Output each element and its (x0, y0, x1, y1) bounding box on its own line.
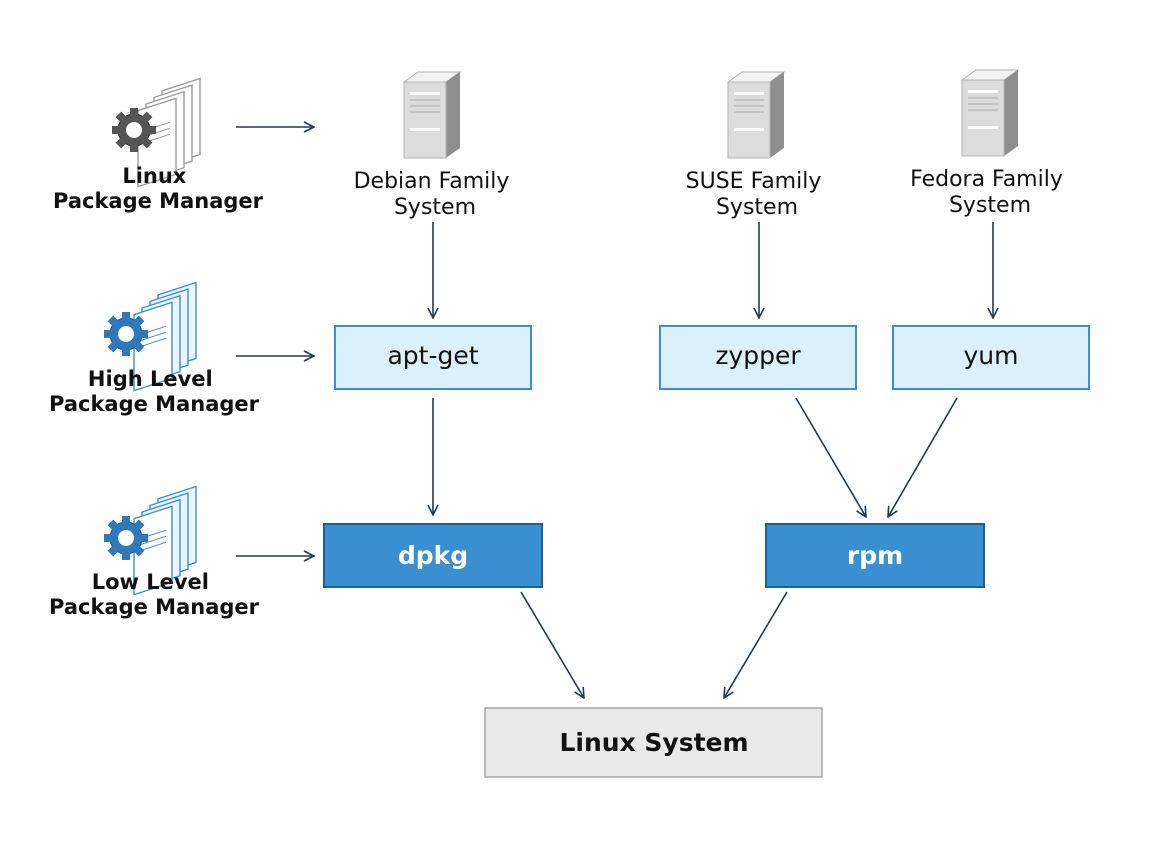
arrow-rpm-to-linux-system (724, 591, 788, 698)
fedora-family-label-line-1: Fedora Family (910, 167, 1063, 192)
debian-family-label: Debian Family System (354, 169, 517, 220)
fedora-server-icon (961, 69, 1019, 157)
arrow-zypper-to-rpm (795, 397, 866, 517)
arrow-dpkg-to-linux-system (520, 591, 584, 698)
high-level-pm-label-line-2: Package Manager (49, 392, 260, 416)
zypper-box (659, 325, 857, 390)
debian-family-label-line-1: Debian Family (354, 169, 510, 194)
debian-server-icon (403, 71, 461, 159)
dpkg-box (323, 523, 543, 588)
dpkg-label: dpkg (398, 541, 468, 570)
linux-pm-label-line-1: Linux (122, 164, 186, 188)
apt-get-box (334, 325, 532, 390)
high-level-pm-label: High Level Package Manager (49, 367, 260, 416)
arrow-yum-to-rpm (888, 397, 958, 517)
linux-pm-label: Linux Package Manager (53, 164, 264, 213)
rpm-label: rpm (847, 541, 903, 570)
apt-get-label: apt-get (387, 341, 478, 370)
yum-box (892, 325, 1090, 390)
suse-family-label-line-1: SUSE Family (686, 169, 822, 194)
rpm-box (765, 523, 985, 588)
zypper-label: zypper (715, 341, 801, 370)
low-level-pm-label: Low Level Package Manager (49, 570, 260, 619)
suse-family-label: SUSE Family System (686, 169, 829, 220)
suse-server-icon (727, 71, 785, 159)
linux-system-box (484, 707, 823, 778)
yum-label: yum (964, 341, 1019, 370)
high-level-pm-label-line-1: High Level (88, 367, 213, 391)
linux-system-label: Linux System (559, 728, 748, 757)
fedora-family-label-line-2: System (949, 193, 1031, 218)
suse-family-label-line-2: System (716, 195, 798, 220)
fedora-family-label: Fedora Family System (910, 167, 1070, 218)
debian-family-label-line-2: System (394, 195, 476, 220)
low-level-pm-label-line-2: Package Manager (49, 595, 260, 619)
low-level-pm-label-line-1: Low Level (92, 570, 209, 594)
linux-pm-label-line-2: Package Manager (53, 189, 264, 213)
